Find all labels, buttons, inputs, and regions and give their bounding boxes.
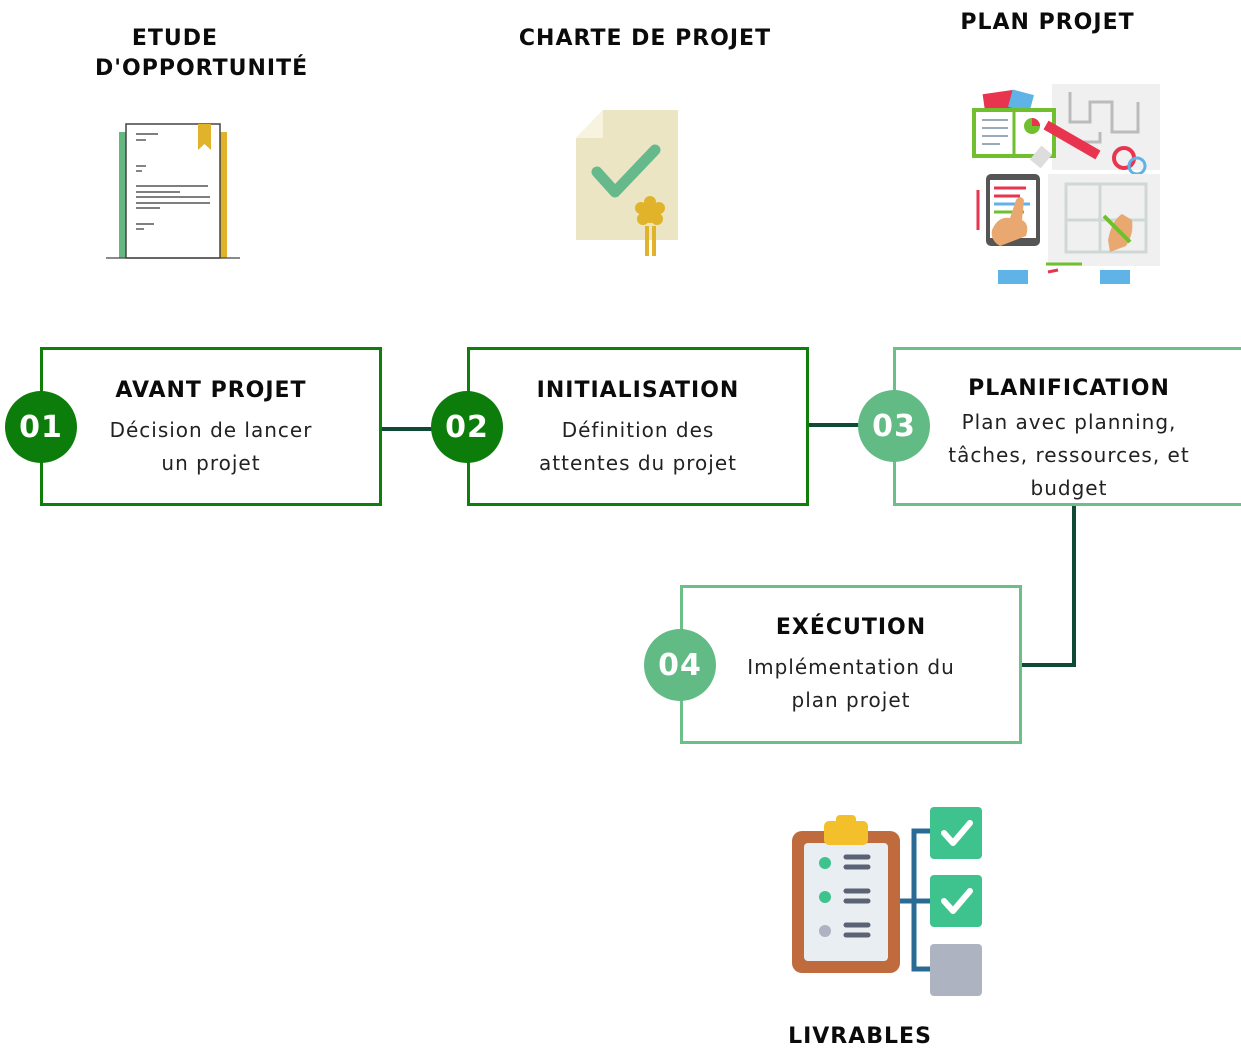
step-description-line: Définition des [561, 418, 715, 442]
step-number-04: 04 [644, 629, 716, 701]
step-box-04: EXÉCUTION Implémentation du plan projet [680, 585, 1022, 744]
step-description-line: un projet [161, 451, 261, 475]
connector-3-4-vertical [1072, 506, 1076, 667]
checklist-icon [792, 807, 982, 996]
step-title: AVANT PROJET [115, 378, 307, 403]
step-description: Décision de lancer un projet [43, 414, 379, 480]
step-title: EXÉCUTION [775, 615, 927, 640]
certificate-icon [576, 110, 678, 256]
step-description-line: Plan avec planning, [961, 410, 1177, 434]
step-description-line: Décision de lancer [109, 418, 313, 442]
step-description: Définition des attentes du projet [470, 414, 806, 480]
step-description-line: attentes du projet [539, 451, 737, 475]
heading-etude: ETUDE D'OPPORTUNITÉ [95, 24, 309, 84]
step-number-01: 01 [5, 391, 77, 463]
step-description: Plan avec planning, tâches, ressources, … [896, 406, 1241, 505]
step-description-line: tâches, ressources, et [948, 443, 1190, 467]
step-box-03: PLANIFICATION Plan avec planning, tâches… [893, 347, 1241, 506]
connector-1-2 [381, 427, 441, 431]
step-description-line: plan projet [791, 688, 911, 712]
step-number-02: 02 [431, 391, 503, 463]
step-title: INITIALISATION [536, 378, 740, 403]
heading-etude-line2: D'OPPORTUNITÉ [95, 56, 309, 81]
step-box-02: INITIALISATION Définition des attentes d… [467, 347, 809, 506]
document-icon [106, 123, 240, 259]
heading-etude-line1: ETUDE [131, 26, 219, 51]
step-number-03: 03 [858, 390, 930, 462]
step-description-line: Implémentation du [747, 655, 955, 679]
heading-charte: CHARTE DE PROJET [518, 26, 772, 51]
heading-livrables: LIVRABLES [788, 1024, 932, 1049]
connector-3-4-horizontal [1021, 663, 1076, 667]
step-box-01: AVANT PROJET Décision de lancer un proje… [40, 347, 382, 506]
step-title: PLANIFICATION [968, 376, 1170, 401]
step-description-line: budget [1030, 476, 1108, 500]
connector-2-3 [808, 423, 868, 427]
planning-illustration-icon [972, 84, 1160, 284]
heading-plan: PLAN PROJET [960, 10, 1135, 35]
step-description: Implémentation du plan projet [683, 651, 1019, 717]
